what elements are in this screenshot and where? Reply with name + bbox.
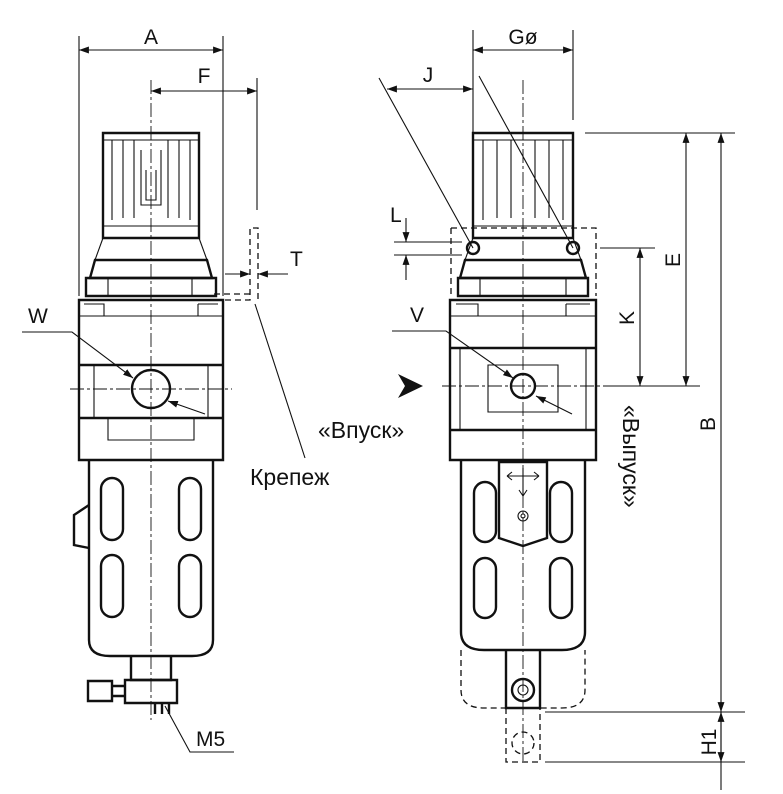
label-v: V xyxy=(410,304,424,327)
label-j: J xyxy=(423,64,434,87)
left-bowl xyxy=(72,460,215,658)
label-inlet: «Впуск» xyxy=(318,417,404,443)
right-mount-hole-left xyxy=(465,240,481,256)
right-mount-hole-right xyxy=(565,240,581,256)
label-b: B xyxy=(697,417,720,431)
label-t: T xyxy=(290,248,303,271)
label-mount: Крепеж xyxy=(250,464,330,490)
right-mount-bracket xyxy=(450,227,597,296)
label-outlet: «Выпуск» xyxy=(618,405,644,508)
label-g: Gø xyxy=(508,26,537,49)
left-mount-bracket xyxy=(205,227,259,301)
left-locknut xyxy=(84,237,218,298)
right-view: Gø J L V «Впуск» «Выпуск» E K B xyxy=(318,26,745,790)
left-body xyxy=(70,298,232,462)
label-l: L xyxy=(390,204,402,227)
left-drain xyxy=(86,656,179,714)
label-e: E xyxy=(662,253,685,267)
right-locknut xyxy=(456,237,590,298)
label-k: K xyxy=(616,311,639,325)
label-w: W xyxy=(28,305,48,328)
label-f: F xyxy=(198,65,211,88)
label-h1: H1 xyxy=(698,729,721,756)
right-drain xyxy=(504,650,542,763)
inlet-arrow-icon xyxy=(398,374,423,398)
left-view: A F T W Крепеж M5 xyxy=(22,26,330,753)
label-m5: M5 xyxy=(196,728,225,751)
label-a: A xyxy=(144,26,158,49)
right-body xyxy=(442,298,604,462)
